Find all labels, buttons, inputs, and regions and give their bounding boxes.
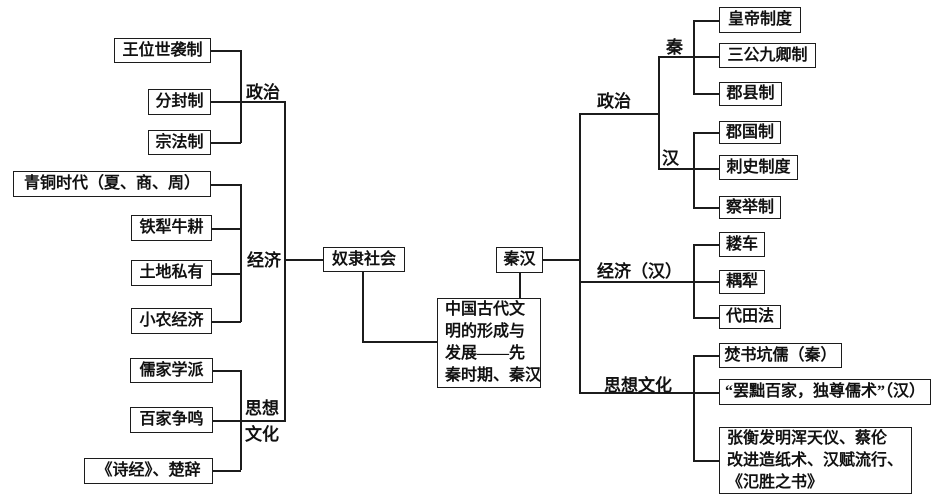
connector-line — [213, 420, 286, 422]
connector-line — [579, 113, 581, 394]
connector-line — [693, 93, 719, 95]
connector-line — [579, 113, 659, 115]
node-junxian-zhi: 郡县制 — [719, 82, 782, 106]
node-nuli-shehui: 奴隶社会 — [323, 247, 405, 272]
connector-line — [693, 207, 719, 209]
node-fenshu-kengru: 焚书坑儒（秦） — [719, 343, 842, 368]
node-chaju-zhi: 察举制 — [719, 196, 781, 219]
connector-line — [693, 244, 695, 318]
connector-line — [284, 101, 286, 422]
connector-line — [693, 355, 719, 357]
node-baijia-zhengming: 百家争鸣 — [130, 407, 213, 433]
label-left-thought-line1: 思想 — [245, 399, 279, 418]
connector-line — [362, 272, 364, 342]
connector-line — [362, 341, 438, 343]
node-junguo-zhi: 郡国制 — [719, 121, 781, 144]
node-xiaonong-jingji: 小农经济 — [131, 308, 212, 334]
connector-line — [211, 101, 285, 103]
node-tudi-siyou: 土地私有 — [131, 260, 212, 286]
connector-line — [658, 56, 719, 58]
connector-line — [211, 184, 241, 186]
label-right-economy-han: 经济（汉） — [597, 262, 682, 281]
connector-line — [213, 470, 241, 472]
connector-line — [519, 272, 521, 298]
node-tieli-niugeng: 铁犁牛耕 — [131, 215, 212, 241]
connector-line — [211, 142, 241, 144]
label-qin: 秦 — [666, 38, 683, 57]
node-zongfa-zhi: 宗法制 — [148, 130, 211, 155]
connector-line — [212, 228, 241, 230]
node-daitian-fa: 代田法 — [719, 305, 781, 329]
connector-line — [693, 355, 695, 461]
root-theme-line: 发展——先 — [445, 345, 526, 362]
node-qinhan: 秦汉 — [496, 247, 543, 273]
connector-line — [212, 273, 241, 275]
node-bachu-baijia: “罢黜百家，独尊儒术”（汉） — [719, 379, 931, 405]
label-right-politics: 政治 — [597, 92, 631, 111]
connector-line — [693, 460, 719, 462]
node-root-theme: 中国古代文 明的形成与 发展——先 秦时期、秦汉 — [437, 298, 541, 388]
connector-line — [285, 259, 323, 261]
node-huangdi-zhidu: 皇帝制度 — [719, 7, 801, 33]
connector-line — [240, 184, 242, 322]
node-louche: 耧车 — [719, 232, 765, 257]
label-left-thought-line2: 文化 — [245, 425, 279, 444]
node-cishi-zhidu: 刺史制度 — [719, 155, 798, 180]
node-wangwei-shixi-zhi: 王位世袭制 — [114, 38, 211, 63]
connector-line — [693, 244, 719, 246]
connector-line — [240, 50, 242, 143]
label-left-economy: 经济 — [247, 251, 281, 270]
science-culture-line: 张衡发明浑天仪、蔡伦 — [727, 429, 888, 447]
node-sangong-jiuqing-zhi: 三公九卿制 — [719, 43, 816, 68]
node-qingtong-shidai: 青铜时代（夏、商、周） — [13, 171, 211, 197]
science-culture-line: 改进造纸术、汉赋流行、 — [727, 451, 904, 469]
node-rujia-xuepai: 儒家学派 — [130, 358, 213, 383]
connector-line — [579, 392, 719, 394]
node-fenfeng-zhi: 分封制 — [148, 89, 211, 115]
connector-line — [693, 20, 695, 94]
label-han: 汉 — [662, 149, 679, 168]
science-culture-line: 《氾胜之书》 — [727, 473, 824, 491]
node-ouli: 耦犁 — [719, 270, 765, 294]
connector-line — [240, 370, 242, 470]
node-science-culture: 张衡发明浑天仪、蔡伦 改进造纸术、汉赋流行、 《氾胜之书》 — [719, 427, 912, 494]
connector-line — [213, 370, 241, 372]
root-theme-line: 秦时期、秦汉 — [445, 367, 542, 384]
node-shijing-chuci: 《诗经》、楚辞 — [84, 458, 213, 484]
connector-line — [543, 259, 579, 261]
connector-line — [579, 281, 719, 283]
root-theme-line: 明的形成与 — [445, 323, 526, 340]
connector-line — [693, 317, 719, 319]
connector-line — [658, 57, 660, 169]
label-left-politics: 政治 — [246, 83, 280, 102]
connector-line — [693, 132, 695, 208]
connector-line — [658, 168, 719, 170]
connector-line — [693, 132, 719, 134]
connector-line — [211, 50, 241, 52]
connector-line — [212, 321, 241, 323]
label-right-thought-culture: 思想文化 — [604, 376, 672, 395]
root-theme-line: 中国古代文 — [445, 301, 526, 318]
connector-line — [693, 20, 719, 22]
